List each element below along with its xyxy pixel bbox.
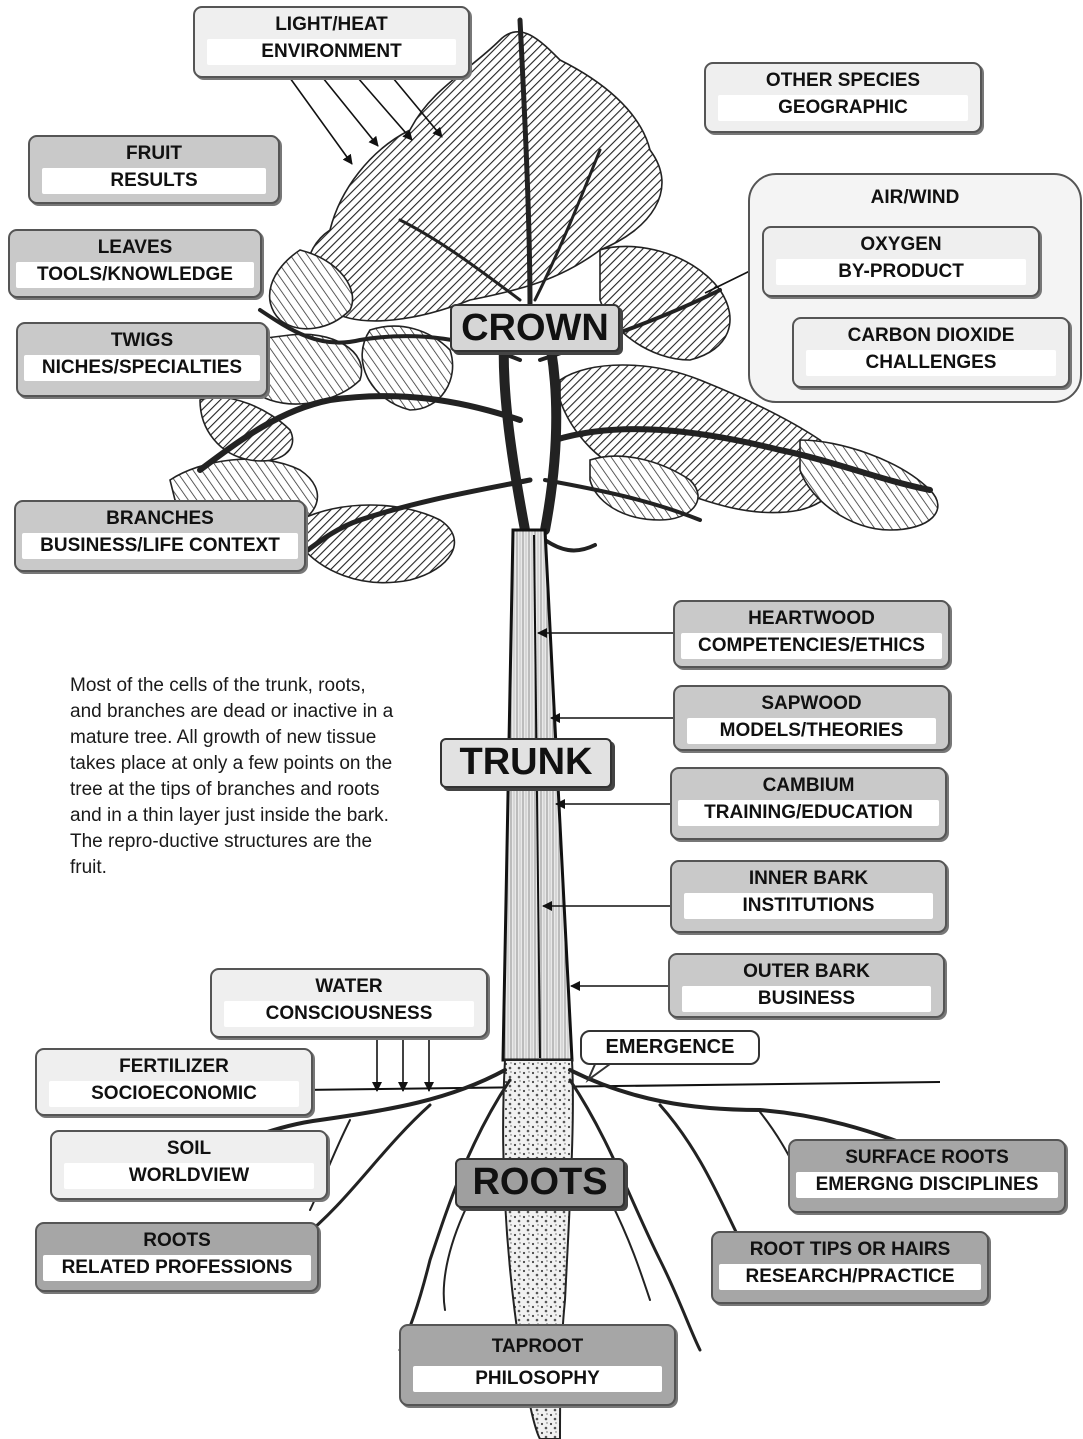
branches-box: BRANCHES BUSINESS/LIFE CONTEXT (14, 500, 306, 572)
heartwood-meaning: COMPETENCIES/ETHICS (681, 633, 942, 659)
root-tips-meaning: RESEARCH/PRACTICE (719, 1264, 981, 1290)
sapwood-title: SAPWOOD (761, 693, 862, 714)
water-meaning: CONSCIOUSNESS (224, 1001, 474, 1027)
other-species-title: OTHER SPECIES (765, 70, 921, 91)
soil-box: SOIL WORLDVIEW (50, 1130, 328, 1200)
heartwood-line (533, 534, 541, 1059)
other-species-box: OTHER SPECIES GEOGRAPHIC (704, 62, 982, 133)
roots-related-title: ROOTS (143, 1230, 211, 1251)
sapwood-box: SAPWOOD MODELS/THEORIES (673, 685, 950, 751)
heartwood-title: HEARTWOOD (748, 608, 875, 629)
carbon-dioxide-meaning: CHALLENGES (806, 350, 1056, 376)
taproot-box: TAPROOT PHILOSOPHY (399, 1324, 676, 1406)
carbon-dioxide-title: CARBON DIOXIDE (847, 325, 1015, 346)
cambium-title: CAMBIUM (762, 775, 855, 796)
branches-meaning: BUSINESS/LIFE CONTEXT (22, 533, 298, 559)
taproot-title: TAPROOT (491, 1336, 584, 1357)
root-tips-title: ROOT TIPS OR HAIRS (749, 1239, 951, 1260)
inner-bark-box: INNER BARK INSTITUTIONS (670, 860, 947, 933)
fertilizer-title: FERTILIZER (119, 1056, 229, 1077)
soil-meaning: WORLDVIEW (64, 1163, 314, 1189)
oxygen-box: OXYGEN BY-PRODUCT (762, 226, 1040, 297)
twigs-box: TWIGS NICHES/SPECIALTIES (16, 322, 268, 397)
soil-title: SOIL (166, 1138, 212, 1159)
oxygen-title: OXYGEN (860, 234, 942, 255)
explanatory-note: Most of the cells of the trunk, roots, a… (70, 675, 394, 878)
roots-related-box: ROOTS RELATED PROFESSIONS (35, 1222, 319, 1292)
outer-bark-title: OUTER BARK (743, 961, 870, 982)
cambium-box: CAMBIUM TRAINING/EDUCATION (670, 767, 947, 840)
inner-bark-meaning: INSTITUTIONS (684, 893, 933, 919)
fertilizer-box: FERTILIZER SOCIOECONOMIC (35, 1048, 313, 1116)
leaves-meaning: TOOLS/KNOWLEDGE (16, 262, 254, 288)
surface-roots-box: SURFACE ROOTS EMERGNG DISCIPLINES (788, 1139, 1066, 1213)
light-heat-box: LIGHT/HEAT ENVIRONMENT (193, 6, 470, 78)
twigs-meaning: NICHES/SPECIALTIES (24, 355, 260, 381)
heartwood-box: HEARTWOOD COMPETENCIES/ETHICS (673, 600, 950, 668)
tree-foliage (169, 30, 939, 584)
inner-bark-title: INNER BARK (748, 868, 869, 889)
sapwood-meaning: MODELS/THEORIES (687, 718, 936, 744)
fruit-meaning: RESULTS (42, 168, 266, 194)
roots-related-meaning: RELATED PROFESSIONS (43, 1255, 311, 1281)
cambium-meaning: TRAINING/EDUCATION (678, 800, 939, 826)
emergence-pointer (585, 1061, 611, 1084)
leaves-title: LEAVES (97, 237, 173, 258)
water-title: WATER (315, 976, 383, 997)
light-heat-title: LIGHT/HEAT (275, 14, 388, 35)
fruit-title: FRUIT (126, 143, 182, 164)
branches-title: BRANCHES (106, 508, 214, 529)
carbon-dioxide-box: CARBON DIOXIDE CHALLENGES (792, 317, 1070, 388)
outer-bark-box: OUTER BARK BUSINESS (668, 953, 945, 1018)
water-box: WATER CONSCIOUSNESS (210, 968, 488, 1038)
oxygen-meaning: BY-PRODUCT (776, 259, 1026, 285)
tree-roots (198, 1068, 922, 1352)
root-tips-box: ROOT TIPS OR HAIRS RESEARCH/PRACTICE (711, 1231, 989, 1304)
crown-label: CROWN (450, 304, 620, 352)
light-heat-meaning: ENVIRONMENT (207, 39, 456, 65)
twigs-title: TWIGS (110, 330, 174, 351)
taproot-meaning: PHILOSOPHY (413, 1366, 662, 1392)
trunk-label: TRUNK (440, 738, 612, 788)
fertilizer-meaning: SOCIOECONOMIC (49, 1081, 299, 1107)
fruit-box: FRUIT RESULTS (28, 135, 280, 204)
roots-label: ROOTS (455, 1158, 625, 1208)
air-wind-title: AIR/WIND (870, 187, 960, 208)
other-species-meaning: GEOGRAPHIC (718, 95, 968, 121)
leaves-box: LEAVES TOOLS/KNOWLEDGE (8, 229, 262, 298)
surface-roots-title: SURFACE ROOTS (845, 1147, 1009, 1168)
outer-bark-meaning: BUSINESS (682, 986, 931, 1012)
surface-roots-meaning: EMERGNG DISCIPLINES (796, 1172, 1058, 1198)
emergence-callout: EMERGENCE (580, 1030, 760, 1065)
